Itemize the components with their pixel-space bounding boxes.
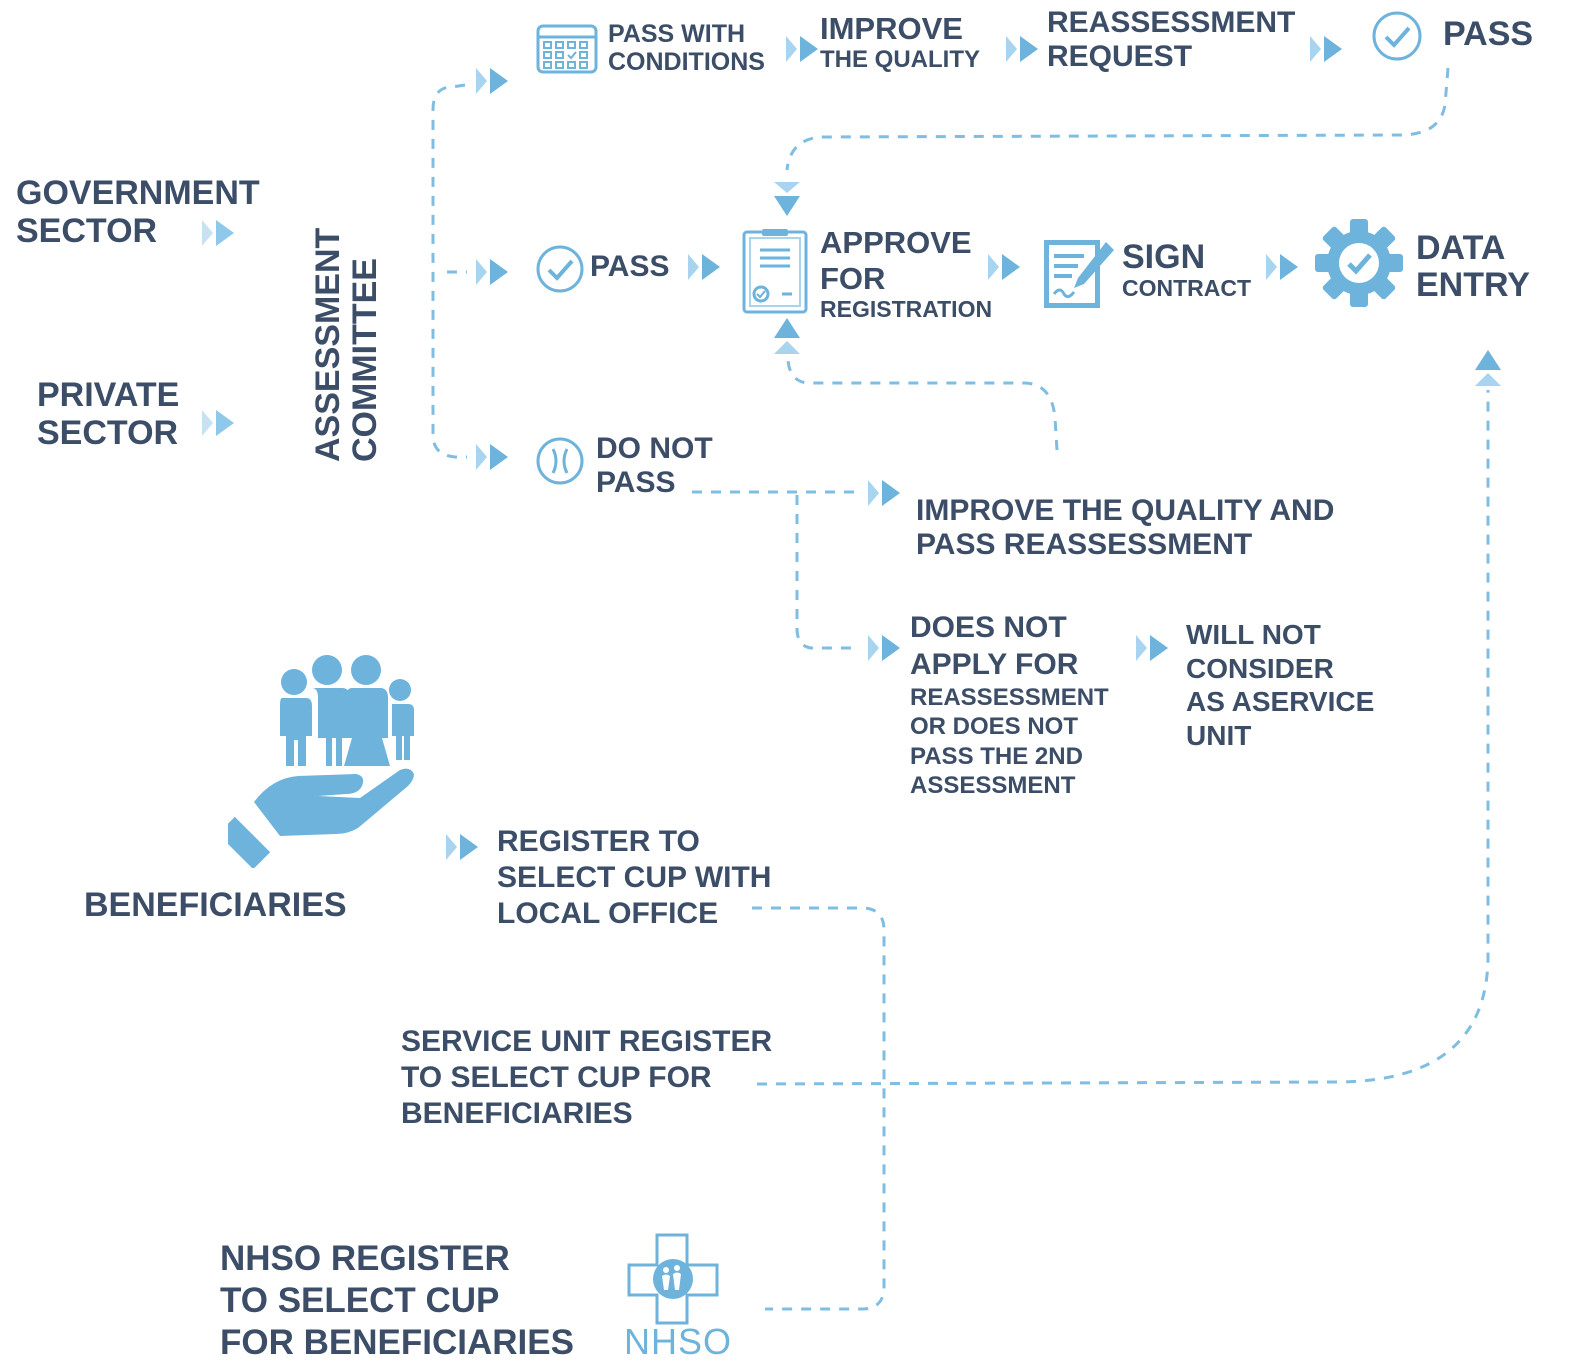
chevron-arrow-icon: [476, 444, 508, 470]
dnp-line-2: PASS: [596, 465, 676, 499]
dnp-line-1: DO NOT: [596, 432, 713, 465]
approve-line-3: REGISTRATION: [820, 296, 993, 323]
dna-line-3: REASSESSMENT: [910, 684, 1109, 712]
nr-line-2: TO SELECT CUP: [220, 1281, 500, 1320]
chevron-arrow-icon: [786, 36, 818, 62]
chevron-arrow-icon: [1266, 254, 1298, 280]
dna-line-6: ASSESSMENT: [910, 771, 1076, 799]
chevron-arrow-icon: [202, 220, 234, 246]
pwc-line-2: CONDITIONS: [608, 48, 765, 76]
committee-branch-line: [431, 83, 467, 459]
chevron-arrow-icon: [988, 254, 1020, 280]
pass-to-approve-line: [785, 67, 1450, 171]
committee-line-2: COMMITTEE: [345, 258, 384, 462]
data-entry-line-2: ENTRY: [1416, 266, 1530, 305]
chevron-up-icon: [774, 318, 800, 354]
reassess-to-approve-line: [786, 359, 1059, 451]
private-line-1: PRIVATE: [37, 376, 180, 414]
gear-check-icon: [1315, 219, 1403, 307]
wnc-line-3: AS ASERVICE: [1186, 686, 1375, 718]
chevron-arrow-icon: [1136, 635, 1168, 661]
will-not-consider-label: WILL NOT CONSIDER AS ASERVICE UNIT: [1186, 618, 1374, 752]
wnc-line-1: WILL NOT: [1186, 619, 1321, 650]
nhso-register-label: NHSO REGISTER TO SELECT CUP FOR BENEFICI…: [220, 1238, 574, 1364]
committee-line-1: ASSESSMENT: [309, 227, 347, 462]
iq-line-1: IMPROVE: [820, 11, 963, 46]
do-not-pass-branch-line: [795, 495, 860, 650]
chevron-arrow-icon: [1006, 36, 1038, 62]
calendar-icon: [536, 24, 598, 74]
chevron-arrow-icon: [476, 68, 508, 94]
rr-line-1: REASSESSMENT: [1047, 6, 1296, 39]
government-sector-label: GOVERNMENT SECTOR: [16, 174, 260, 250]
service-unit-register-label: SERVICE UNIT REGISTER TO SELECT CUP FOR …: [401, 1024, 772, 1132]
family-hand-icon: [228, 655, 414, 868]
iq-line-2: THE QUALITY: [820, 45, 980, 73]
sign-contract-label: SIGN CONTRACT: [1122, 238, 1251, 302]
nhso-logo-icon: [627, 1233, 719, 1325]
assessment-committee-label: ASSESSMENT COMMITTEE: [309, 227, 384, 462]
nr-line-3: FOR BENEFICIARIES: [220, 1323, 574, 1362]
sign-contract-icon: [1044, 240, 1114, 308]
reassessment-request-label: REASSESSMENT REQUEST: [1047, 6, 1295, 74]
approve-registration-label: APPROVE FOR REGISTRATION: [820, 225, 992, 323]
chevron-down-icon: [774, 182, 800, 216]
private-sector-label: PRIVATE SECTOR: [37, 376, 179, 452]
approve-line-2: FOR: [820, 260, 886, 296]
rl-line-2: SELECT CUP WITH: [497, 861, 772, 894]
rl-line-1: REGISTER TO: [497, 825, 700, 858]
do-not-pass-label: DO NOT PASS: [596, 432, 713, 499]
pass-with-conditions-label: PASS WITH CONDITIONS: [608, 20, 765, 76]
dna-line-4: OR DOES NOT: [910, 713, 1079, 741]
does-not-apply-label: DOES NOT APPLY FOR REASSESSMENT OR DOES …: [910, 610, 1109, 800]
wnc-line-2: CONSIDER: [1186, 652, 1334, 684]
register-local-office-label: REGISTER TO SELECT CUP WITH LOCAL OFFICE: [497, 824, 771, 932]
rr-line-2: REQUEST: [1047, 40, 1193, 74]
wnc-line-4: UNIT: [1186, 719, 1252, 751]
nr-line-1: NHSO REGISTER: [220, 1239, 510, 1278]
beneficiaries-label: BENEFICIARIES: [84, 886, 347, 924]
x-circle-icon: [536, 437, 584, 485]
sur-line-1: SERVICE UNIT REGISTER: [401, 1025, 773, 1058]
check-circle-icon: [1372, 11, 1422, 61]
check-circle-icon: [536, 245, 584, 293]
dna-line-1: DOES NOT: [910, 611, 1067, 644]
approve-line-1: APPROVE: [820, 225, 972, 260]
sign-line-2: CONTRACT: [1122, 275, 1252, 302]
sur-line-2: TO SELECT CUP FOR: [401, 1061, 712, 1094]
rl-line-3: LOCAL OFFICE: [497, 897, 719, 930]
sign-line-1: SIGN: [1122, 238, 1206, 276]
dna-line-5: PASS THE 2ND: [910, 742, 1083, 770]
chevron-arrow-icon: [868, 635, 900, 661]
chevron-arrow-icon: [1310, 36, 1342, 62]
register-local-line: [752, 906, 886, 1311]
government-line-1: GOVERNMENT: [16, 174, 260, 212]
sur-line-3: BENEFICIARIES: [401, 1097, 633, 1130]
document-check-icon: [742, 229, 808, 314]
data-entry-label: DATA ENTRY: [1416, 229, 1530, 305]
private-line-2: SECTOR: [37, 414, 179, 453]
ir-line-1: IMPROVE THE QUALITY AND: [916, 494, 1335, 527]
chevron-arrow-icon: [868, 480, 900, 506]
government-line-2: SECTOR: [16, 212, 158, 251]
chevron-arrow-icon: [202, 410, 234, 436]
improve-reassess-label: IMPROVE THE QUALITY AND PASS REASSESSMEN…: [916, 494, 1334, 562]
middle-pass-label: PASS: [590, 250, 670, 283]
ir-line-2: PASS REASSESSMENT: [916, 528, 1253, 562]
service-unit-to-data-entry-line: [756, 390, 1490, 1086]
top-pass-label: PASS: [1443, 15, 1534, 53]
chevron-arrow-icon: [446, 834, 478, 860]
data-entry-line-1: DATA: [1416, 229, 1506, 267]
chevron-arrow-icon: [688, 254, 720, 280]
chevron-arrow-icon: [476, 259, 508, 285]
chevron-up-icon: [1475, 350, 1501, 386]
improve-quality-label: IMPROVE THE QUALITY: [820, 11, 980, 74]
pwc-line-1: PASS WITH: [608, 20, 746, 48]
dna-line-2: APPLY FOR: [910, 647, 1079, 681]
nhso-logo-text: NHSO: [624, 1321, 733, 1362]
